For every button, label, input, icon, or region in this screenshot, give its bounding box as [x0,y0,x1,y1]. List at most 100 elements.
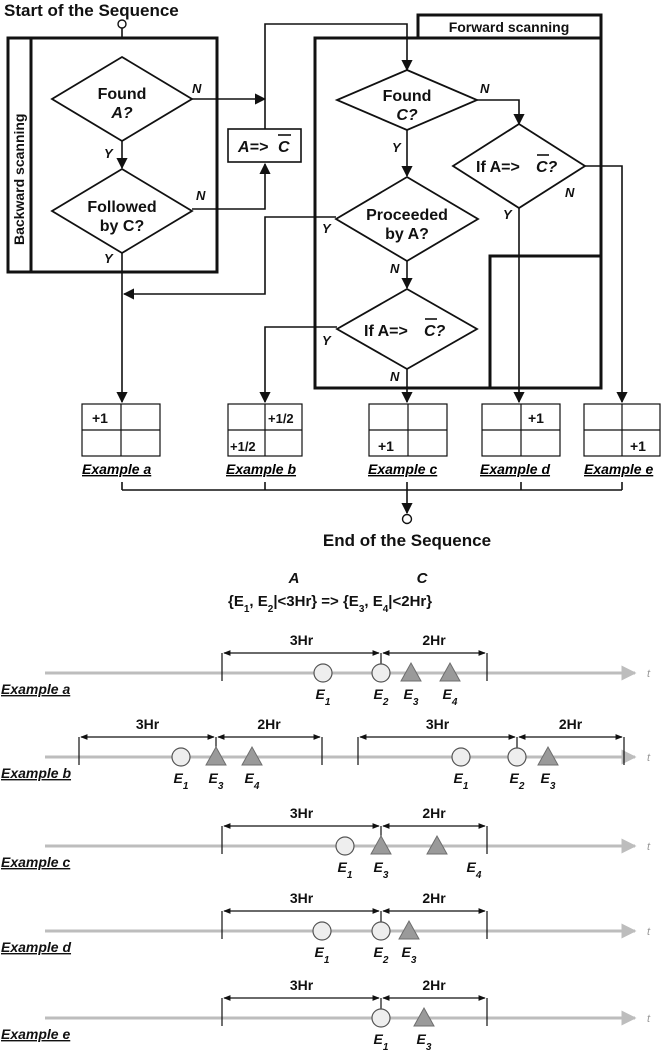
found-a-text-1: Found [98,86,147,103]
ex-a-e1-marker [313,663,333,683]
ex-b-e1-marker [171,747,191,767]
ex-b-left-window-c-label: 2Hr [257,716,281,732]
timeline-caption-a: Example a [1,681,70,697]
timeline-caption-b: Example b [1,765,71,781]
ex-c-e1-label: E1 [338,859,353,881]
found-a-text-2: A? [110,105,133,122]
example-b-table: +1/2 +1/2 [227,403,303,457]
example-a-caption: Example a [82,461,151,477]
ex-a-e4-label: E4 [443,686,458,708]
example-d-table: +1 [481,403,561,457]
if-right-no: N [565,185,575,200]
backward-scanning-label: Backward scanning [11,114,27,246]
ex-b-e3-2-label: E3 [541,770,556,792]
ex-c-time-axis-label: t [647,841,651,853]
ex-a-e4-marker [439,661,461,682]
proceeded-no: N [390,261,400,276]
example-c-caption: Example c [368,461,437,477]
ex-d-e3-label: E3 [402,944,417,966]
ex-b-e4-marker [241,745,263,766]
ex-d-time-axis-label: t [647,926,651,938]
if-a-not-c-right-c: C? [536,159,558,176]
arrow-to-example-e [585,165,628,404]
ex-b-e1-label: E1 [174,770,189,792]
ex-c-window-a-label: 3Hr [290,805,314,821]
ex-c-e3-marker [370,834,392,855]
proceeded-yes: Y [322,221,332,236]
ex-c-e3-label: E3 [374,859,389,881]
example-a-table: +1 [81,403,161,457]
followed-by-c-yes: Y [104,251,114,266]
if-a-not-c-lower-c: C? [424,323,446,340]
ex-e-e3-marker [413,1006,435,1027]
rule-expression: {E1, E2|<3Hr} => {E3, E4|<2Hr} [228,593,432,615]
ex-d-e2-label: E2 [374,944,389,966]
ex-b-e3-marker [205,745,227,766]
ex-b-left-window-a-label: 3Hr [136,716,160,732]
followed-by-c-text-2: by C? [100,218,144,235]
found-c-no: N [480,81,490,96]
arrow-found-c-no [477,99,525,126]
if-a-not-c-right-text: If A=> [476,159,520,176]
ex-c-window-c-label: 2Hr [422,805,446,821]
arrow-proceeded-yes [122,216,336,300]
ex-a-e3-marker [400,661,422,682]
ex-a-e2-marker [371,663,391,683]
ex-d-e1-marker [312,921,332,941]
arrow-box-to-found-c [264,23,413,99]
ex-a-window-a-label: 3Hr [290,632,314,648]
ex-a-e3-label: E3 [404,686,419,708]
ex-b-right-window-c-label: 2Hr [559,716,583,732]
start-label: Start of the Sequence [4,1,179,20]
example-b-caption: Example b [226,461,296,477]
example-e-plus-one: +1 [630,438,646,454]
timeline-caption-e: Example e [1,1026,70,1042]
ex-c-e4-marker [426,834,448,855]
ex-c-e1-marker [335,836,355,856]
ex-d-e2-marker [371,921,391,941]
ex-b-e1-2-marker [451,747,471,767]
ex-d-e1-label: E1 [315,944,330,966]
arrow-to-example-b [259,326,337,404]
example-b-half-top: +1/2 [268,411,294,426]
ex-a-e2-label: E2 [374,686,389,708]
example-c-plus-one: +1 [378,438,394,454]
ex-e-e1-marker [371,1008,391,1028]
end-terminal [401,513,413,525]
ex-b-e1-2-label: E1 [454,770,469,792]
svg-text:{E1, E2|<3Hr} => {E3, E4|<2Hr}: {E1, E2|<3Hr} => {E3, E4|<2Hr} [228,593,432,615]
ex-e-window-a-label: 3Hr [290,977,314,993]
forward-scanning-label: Forward scanning [449,19,570,35]
example-e-caption: Example e [584,461,653,477]
example-b-half-bottom: +1/2 [230,439,256,454]
start-terminal [117,19,127,29]
ex-a-time-axis-label: t [647,668,651,680]
timeline-caption-d: Example d [1,939,71,955]
forward-frame-divider [407,254,601,390]
timeline-caption-c: Example c [1,854,70,870]
backward-scanning-label-box [6,36,33,274]
example-e-table: +1 [583,403,661,457]
ex-b-e3-label: E3 [209,770,224,792]
found-a-yes: Y [104,146,114,161]
ex-b-e2-2-label: E2 [510,770,525,792]
ex-b-right-window-a-label: 3Hr [426,716,450,732]
proceeded-text-1: Proceeded [366,207,448,224]
ex-b-e2-2-marker [507,747,527,767]
ex-e-e1-label: E1 [374,1031,389,1050]
if-lower-yes: Y [322,333,332,348]
ex-e-e3-label: E3 [417,1031,432,1050]
found-c-text-1: Found [383,88,432,105]
ex-b-time-axis-label: t [647,752,651,764]
rule-consequent-label: C [417,570,429,587]
followed-by-c-no: N [196,188,206,203]
example-c-table: +1 [368,403,448,457]
arrow-followed-no [192,162,271,210]
if-a-not-c-lower-text: If A=> [364,323,408,340]
rule-antecedent-label: A [288,570,300,587]
found-c-text-2: C? [396,107,418,124]
example-d-caption: Example d [480,461,550,477]
example-d-plus-one: +1 [528,410,544,426]
